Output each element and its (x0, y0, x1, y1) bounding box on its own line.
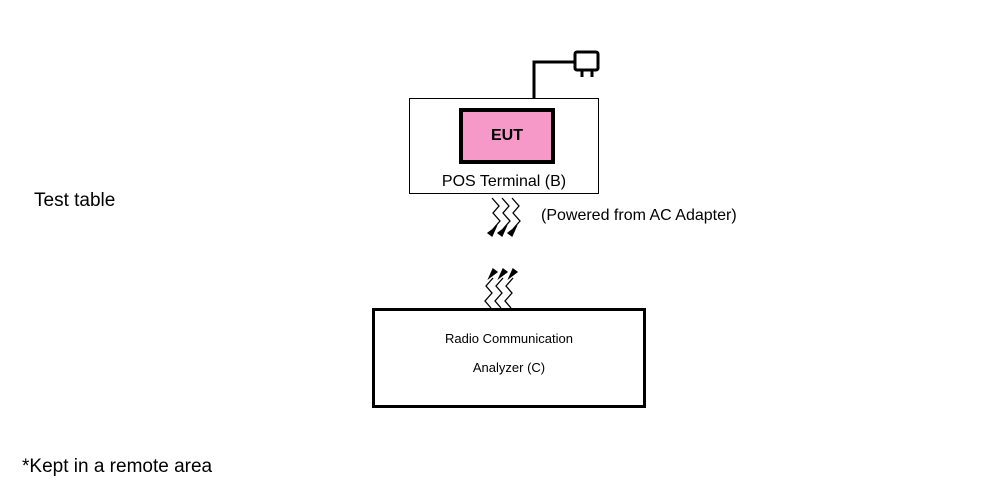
test-table-label: Test table (34, 190, 116, 211)
ac-plug-icon (573, 50, 600, 77)
eut-box: EUT (459, 108, 555, 164)
pos-terminal-label: POS Terminal (B) (441, 173, 567, 190)
radio-wave-icon (486, 197, 521, 238)
radio-analyzer-box (372, 308, 646, 408)
radio-wave-icon (484, 267, 519, 309)
analyzer-label-line2: Analyzer (C) (472, 360, 546, 375)
power-source-note: (Powered from AC Adapter) (541, 207, 737, 224)
power-cable (532, 60, 576, 98)
remote-area-label: *Kept in a remote area (22, 456, 213, 477)
analyzer-label-line1: Radio Communication (445, 331, 573, 346)
eut-label: EUT (491, 127, 523, 144)
